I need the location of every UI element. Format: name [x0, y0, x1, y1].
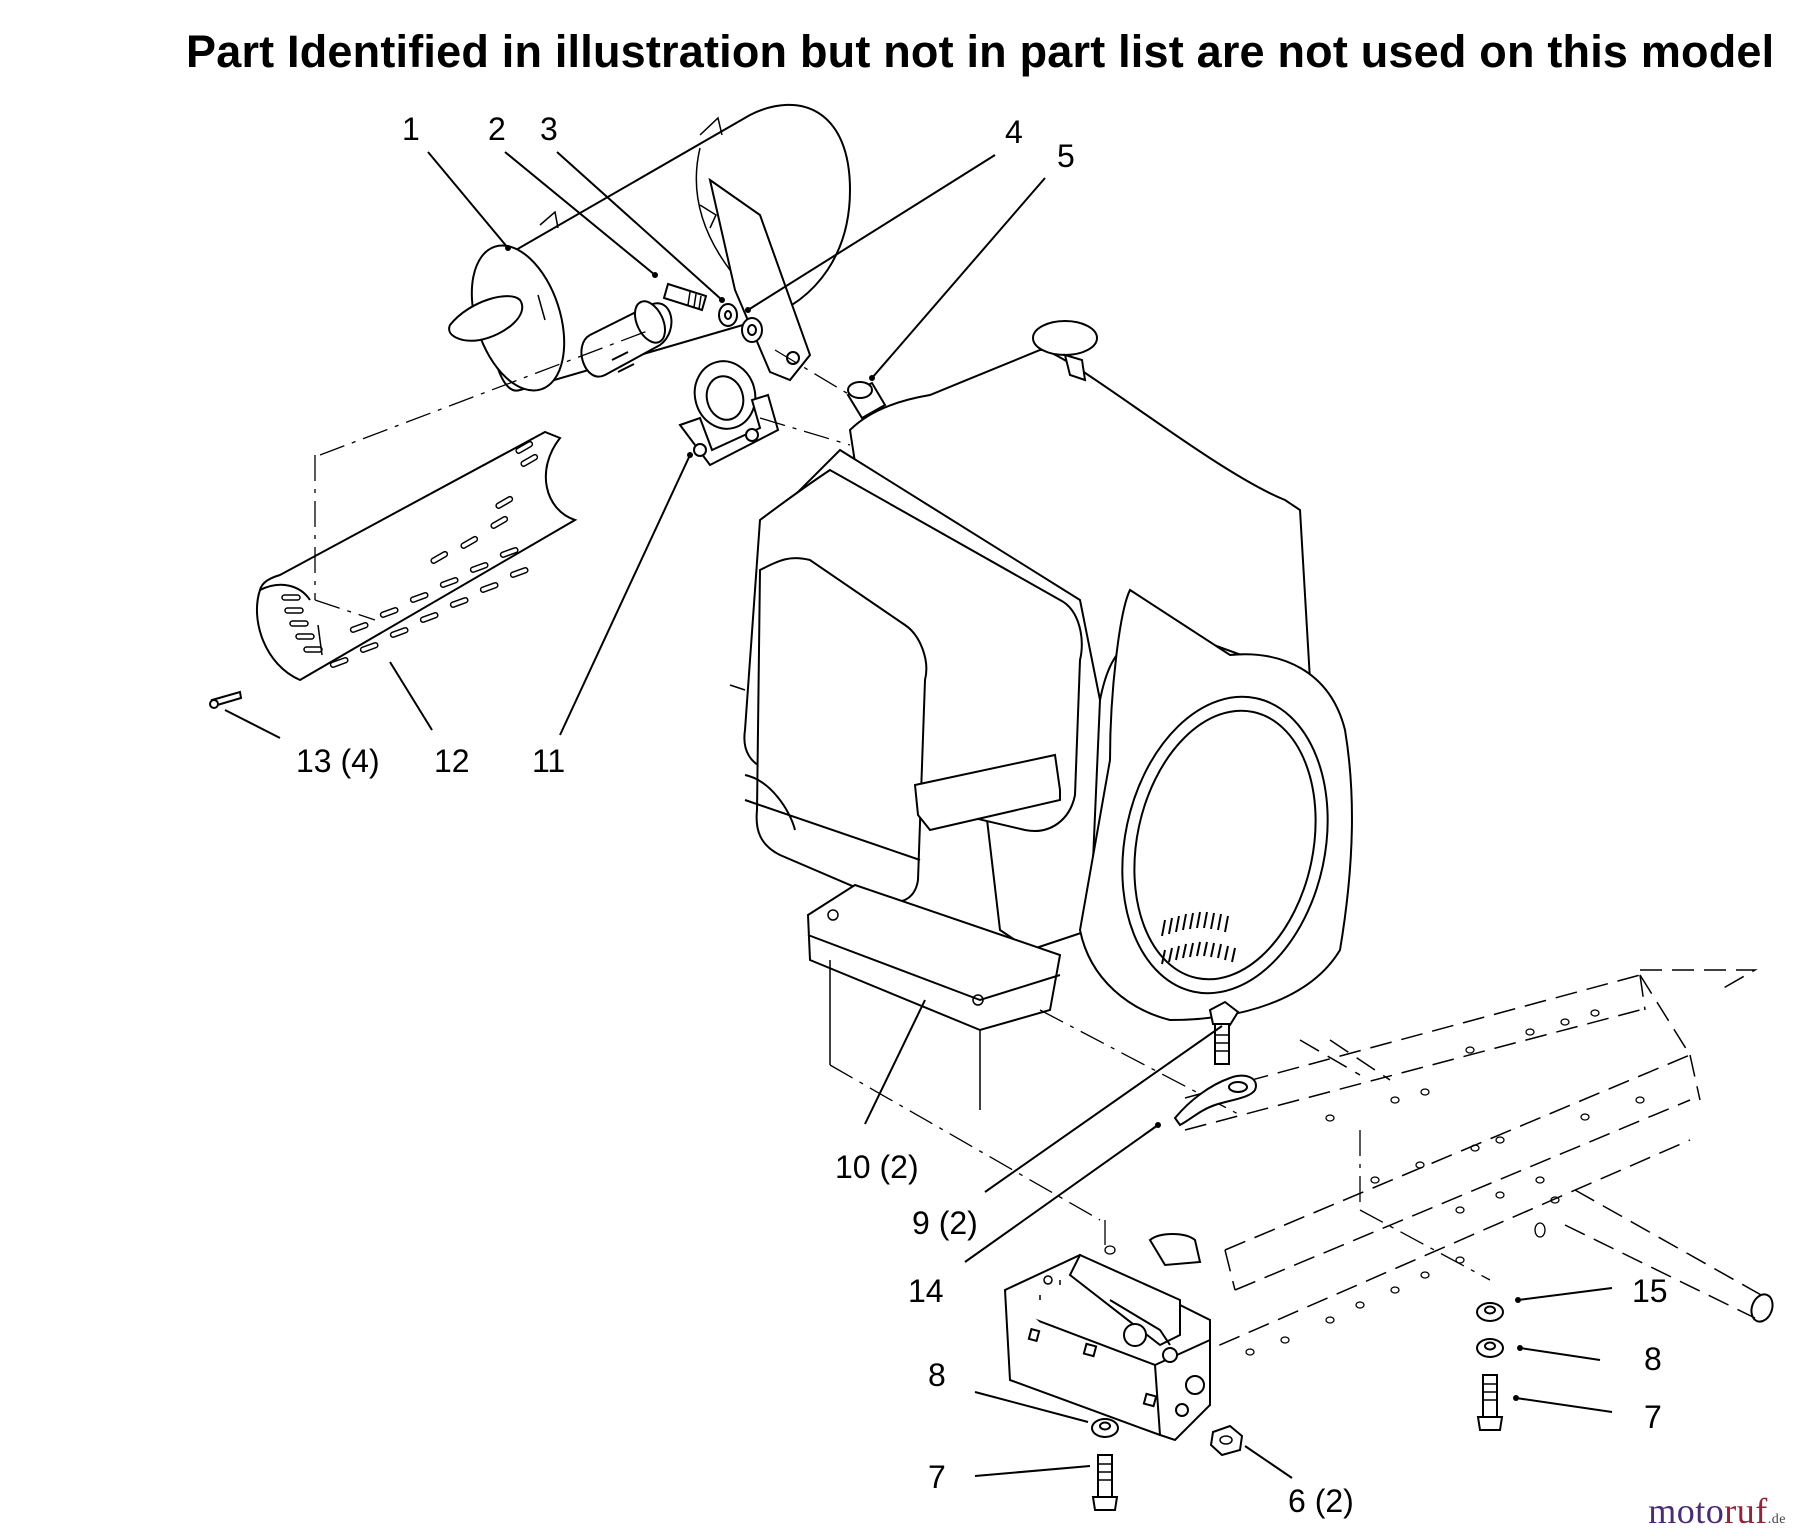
callout-3: 3 — [540, 111, 558, 147]
callout-1: 1 — [402, 111, 420, 147]
callout-8-left: 8 — [928, 1357, 946, 1393]
hardware — [1091, 1000, 1504, 1511]
callout-14: 14 — [908, 1273, 944, 1309]
callout-13: 13 (4) — [296, 743, 380, 779]
page-title: Part Identified in illustration but not … — [186, 26, 1775, 77]
callout-7-left: 7 — [928, 1459, 946, 1495]
watermark-part-b: ruf — [1724, 1491, 1768, 1531]
callout-2: 2 — [488, 111, 506, 147]
mount-bracket — [1003, 1233, 1211, 1442]
pin — [209, 690, 243, 709]
spacer — [846, 381, 887, 420]
leader-lines — [224, 151, 1613, 1479]
callout-5: 5 — [1057, 138, 1075, 174]
watermark-part-a: moto — [1648, 1491, 1725, 1531]
callout-15: 15 — [1632, 1273, 1668, 1309]
callout-4: 4 — [1005, 114, 1023, 150]
heat-shield — [255, 430, 578, 682]
callout-labels: 1 2 3 4 5 13 (4) 12 11 10 (2) 9 (2) 14 1… — [296, 111, 1668, 1519]
watermark-logo: motoruf.de — [1648, 1490, 1786, 1532]
callout-8-right: 8 — [1644, 1341, 1662, 1377]
callout-12: 12 — [434, 743, 470, 779]
callout-6: 6 (2) — [1288, 1483, 1354, 1519]
bolt-washers — [662, 282, 763, 343]
watermark-part-c: .de — [1767, 1512, 1786, 1527]
exhaust-clamp — [678, 360, 780, 467]
callout-7-right: 7 — [1644, 1399, 1662, 1435]
callout-10: 10 (2) — [835, 1149, 919, 1185]
callout-11: 11 — [532, 743, 565, 779]
frame-rails — [1104, 969, 1774, 1359]
engine — [729, 320, 1353, 1110]
callout-9: 9 (2) — [912, 1205, 978, 1241]
